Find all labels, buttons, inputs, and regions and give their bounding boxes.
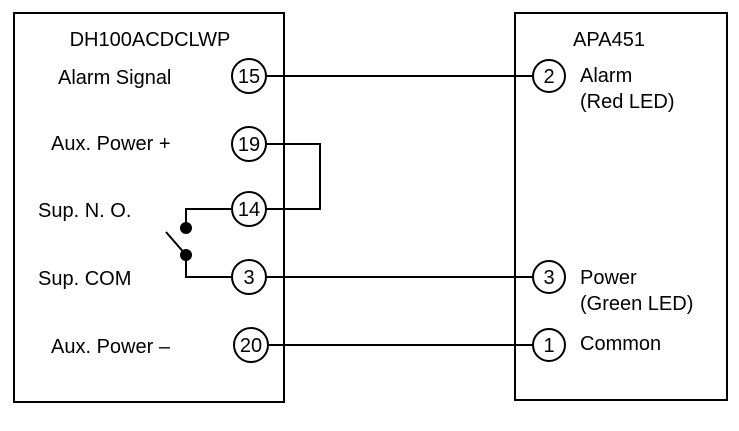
- wire-aux-power-jumper: [266, 143, 321, 210]
- left-device-title: DH100ACDCLWP: [70, 29, 231, 51]
- terminal-15-circle: [231, 58, 267, 94]
- terminal-1-right: 1: [532, 328, 566, 362]
- terminal-1-right-number: 1: [543, 335, 554, 357]
- label-sup-no: Sup. N. O.: [38, 200, 131, 222]
- terminal-20: 20: [233, 327, 269, 363]
- terminal-15: 15: [231, 58, 267, 94]
- label-alarm: Alarm: [580, 65, 632, 87]
- wire-sup-no-lead: [185, 208, 232, 228]
- label-sup-com: Sup. COM: [38, 268, 131, 290]
- label-aux-power-minus: Aux. Power –: [51, 336, 171, 358]
- terminal-3-right: 3: [532, 260, 566, 294]
- terminal-3-left: 3: [231, 259, 267, 295]
- terminal-3-left-number: 3: [243, 267, 254, 289]
- terminal-19-number: 19: [238, 134, 260, 156]
- label-common: Common: [580, 333, 661, 355]
- terminal-2-right-number: 2: [543, 66, 554, 88]
- right-device-title: APA451: [573, 29, 645, 51]
- switch-contact-no: [180, 222, 192, 234]
- terminal-19: 19: [231, 126, 267, 162]
- terminal-3-right-circle: [532, 260, 566, 294]
- terminal-2-right-circle: [532, 59, 566, 93]
- terminal-14-number: 14: [238, 199, 260, 221]
- terminal-3-right-number: 3: [543, 267, 554, 289]
- terminal-14-circle: [231, 191, 267, 227]
- terminal-2-right: 2: [532, 59, 566, 93]
- terminal-20-circle: [233, 327, 269, 363]
- terminal-3-left-circle: [231, 259, 267, 295]
- label-alarm-signal: Alarm Signal: [58, 67, 171, 89]
- terminal-1-right-circle: [532, 328, 566, 362]
- terminal-14: 14: [231, 191, 267, 227]
- terminal-19-circle: [231, 126, 267, 162]
- terminal-20-number: 20: [240, 335, 262, 357]
- label-power-green-led: (Green LED): [580, 293, 693, 315]
- terminal-15-number: 15: [238, 66, 260, 88]
- switch-contact-com: [180, 249, 192, 261]
- label-aux-power-plus: Aux. Power +: [51, 133, 171, 155]
- wire-sup-com-power: [185, 255, 532, 278]
- label-alarm-red-led: (Red LED): [580, 91, 674, 113]
- label-power: Power: [580, 267, 637, 289]
